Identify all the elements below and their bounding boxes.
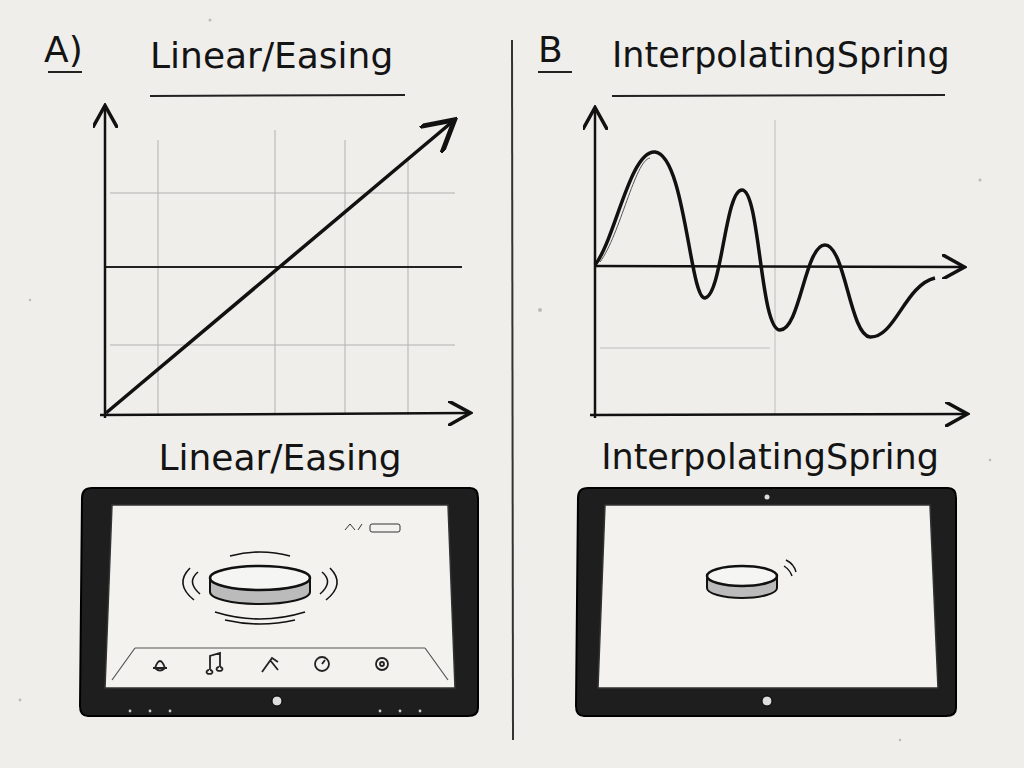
panel-title: Linear/Easing [150, 36, 393, 76]
divider [512, 40, 513, 740]
tablet-linear [80, 488, 478, 716]
spring-chart [590, 110, 965, 418]
linear-chart [100, 108, 468, 418]
chart-caption: InterpolatingSpring [601, 438, 939, 477]
panel-letter: A) [44, 30, 83, 70]
chart-caption: Linear/Easing [158, 438, 401, 478]
tablet-spring [576, 488, 956, 716]
panel-letter: B [538, 30, 563, 70]
panel-title: InterpolatingSpring [612, 36, 950, 75]
